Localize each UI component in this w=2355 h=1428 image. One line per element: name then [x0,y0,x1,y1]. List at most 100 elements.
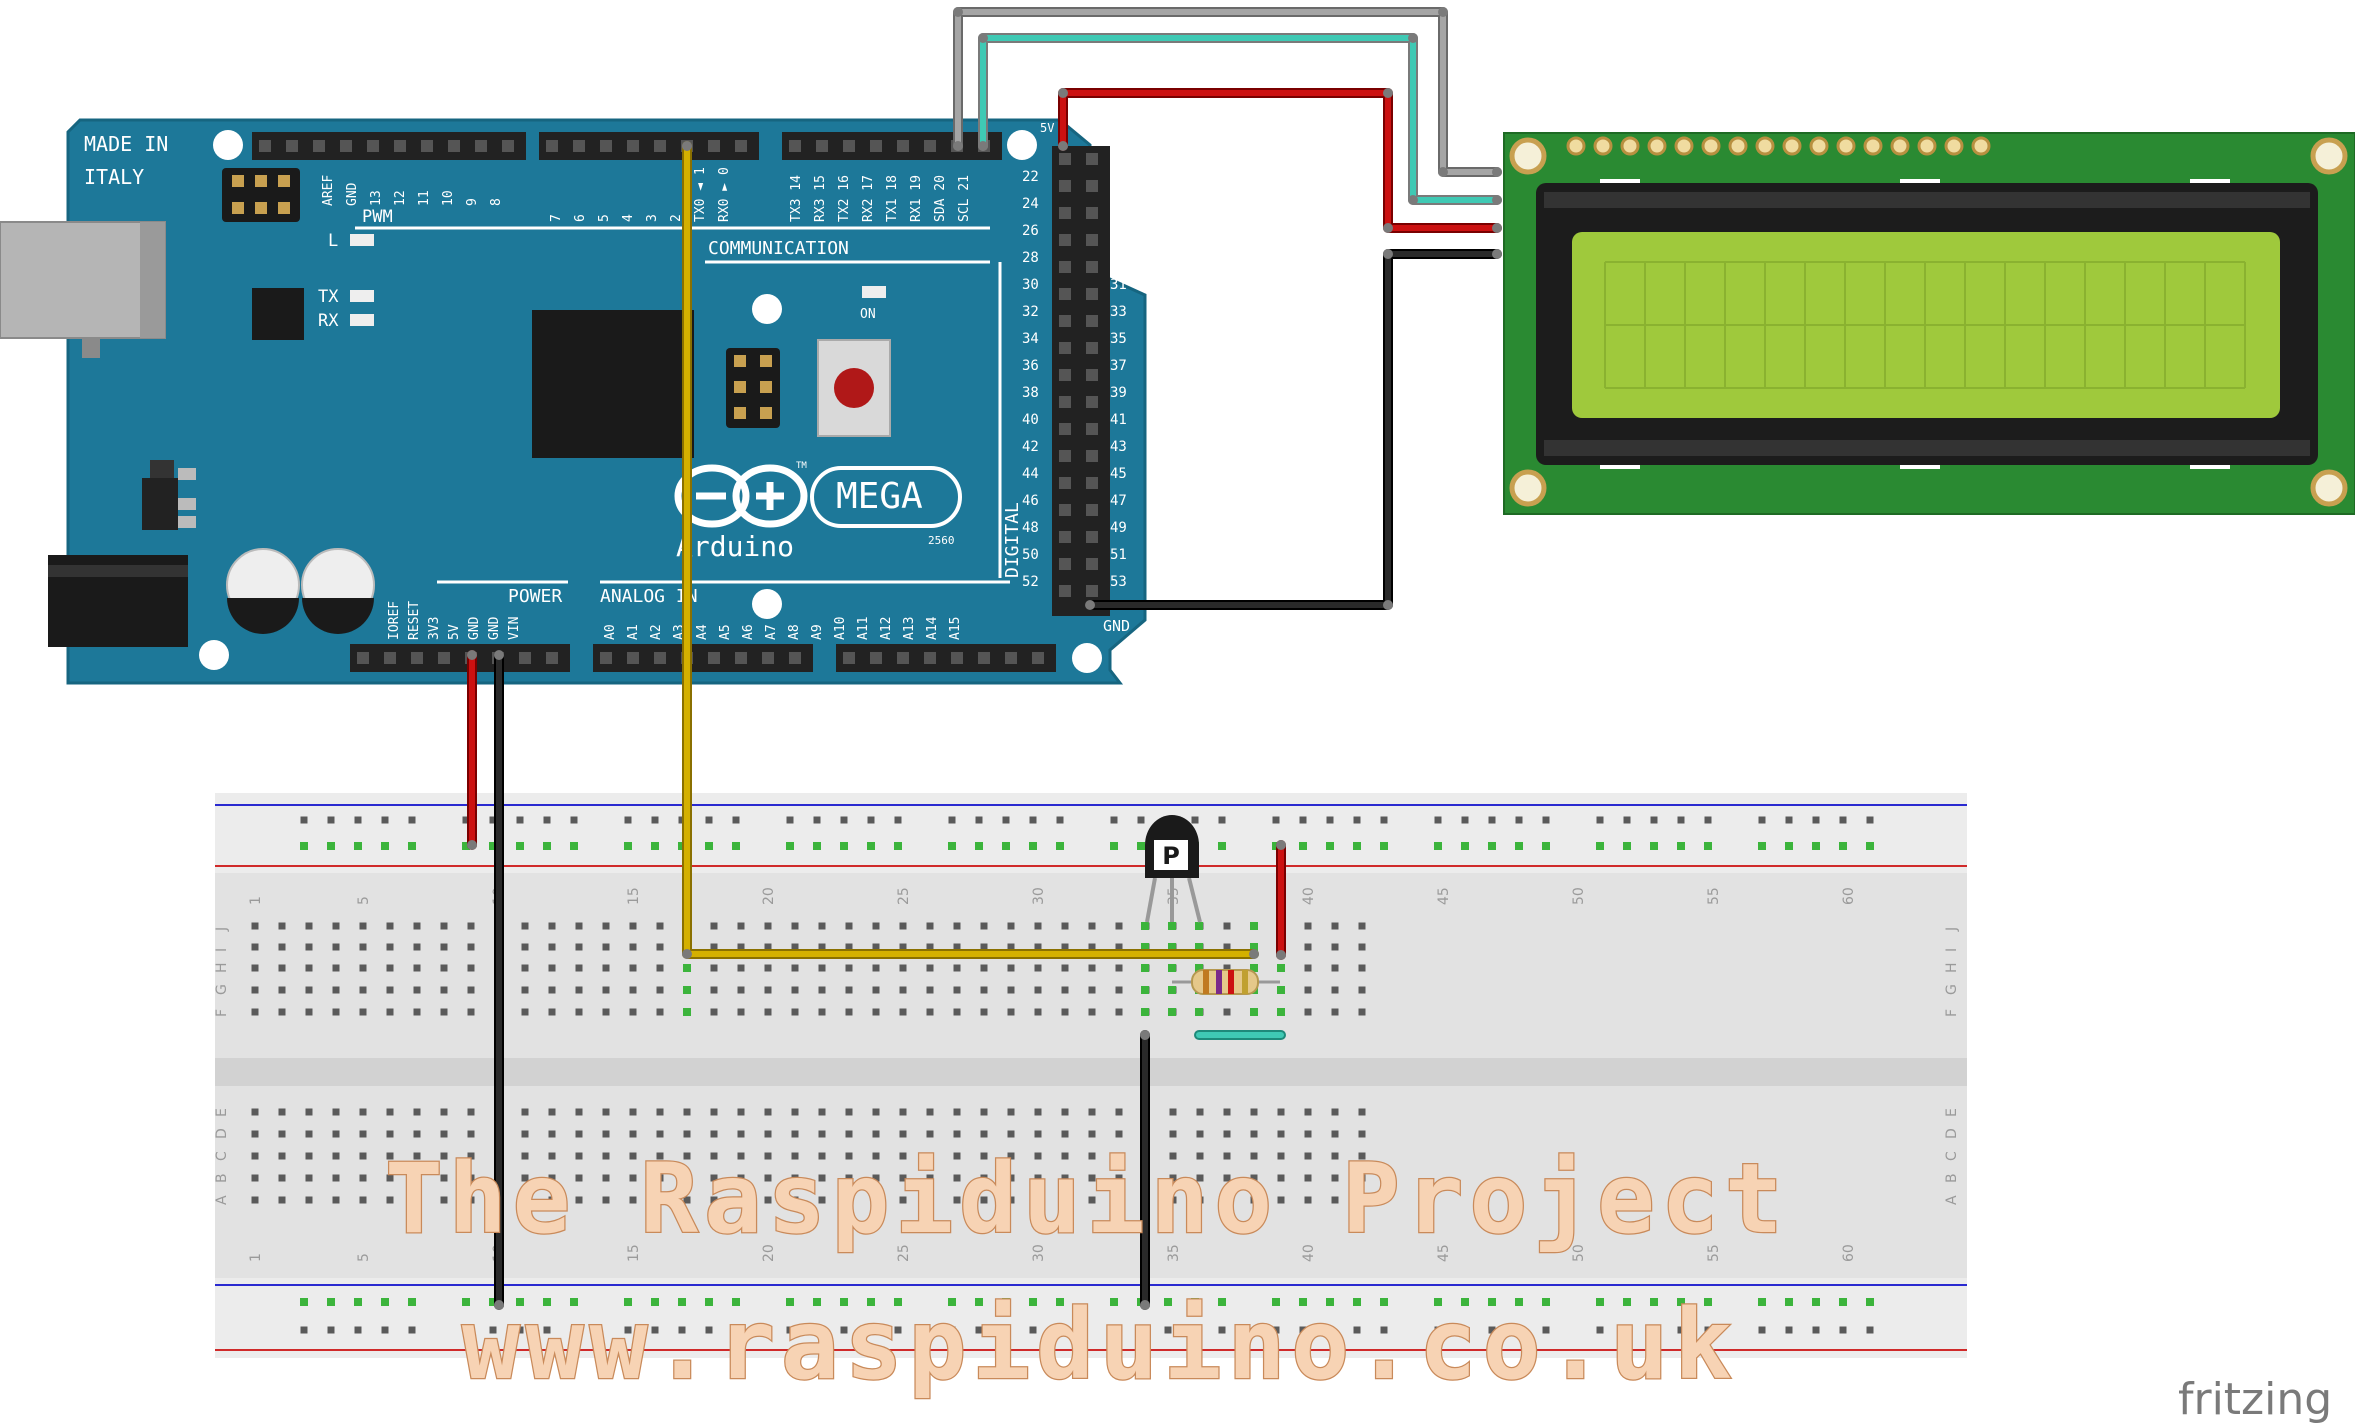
rail-hole [840,1326,848,1334]
breadboard-hole [278,1152,286,1160]
rail-hole [1623,1326,1631,1334]
breadboard-hole [1196,1108,1204,1116]
breadboard-hole [899,943,907,951]
rail-hole-connected [975,1298,983,1306]
breadboard-hole [1061,1008,1069,1016]
header-pin [708,140,720,152]
header-pin [843,140,855,152]
hole-connected [1277,1008,1285,1016]
breadboard-hole [818,1196,826,1204]
rail-hole-connected [570,1298,578,1306]
rail-hole [651,816,659,824]
breadboard-hole [440,964,448,972]
breadboard-hole [413,1196,421,1204]
mega-label: MEGA [836,476,923,517]
breadboard-hole [1061,1130,1069,1138]
resistor-band [1228,970,1234,994]
column-number: 15 [626,1244,642,1262]
rail-hole-connected [651,1298,659,1306]
wire-endpoint [1408,195,1418,205]
pin-label: 10 [441,190,456,206]
breadboard-hole [1331,922,1339,930]
breadboard-hole [278,1108,286,1116]
rail-hole-connected [1704,842,1712,850]
icsp-pin [232,202,244,214]
l-led [350,234,374,246]
rail-hole [1488,1326,1496,1334]
breadboard-hole [1358,964,1366,972]
rail-hole [1029,816,1037,824]
rail-hole-connected [1299,842,1307,850]
breadboard-hole [872,1008,880,1016]
rail-hole-connected [1164,1298,1172,1306]
pin-label: TX1 18 [885,175,900,222]
tx-led [350,290,374,302]
lcd-pin [1674,136,1694,156]
pin-headers [252,132,1110,672]
bezel-clip [2190,179,2230,183]
header-pin [546,140,558,152]
breadboard-hole [332,943,340,951]
rail-hole-connected [732,842,740,850]
watermark: The Raspiduino Project www.raspiduino.co… [384,1142,1784,1403]
wire-endpoint [1140,1300,1150,1310]
model-number: 2560 [928,534,955,547]
rail-hole-connected [489,842,497,850]
pin-label: RESET [407,601,422,640]
breadboard-hole [1223,1108,1231,1116]
mount-hole [752,589,782,619]
rx-led [350,314,374,326]
rail-hole-connected [1623,842,1631,850]
header-pin [1059,180,1071,192]
lcd-pin [1890,136,1910,156]
breadboard-hole [467,943,475,951]
rail-hole [624,1326,632,1334]
breadboard-hole [359,1130,367,1138]
breadboard-hole [386,943,394,951]
made-in-label-2: ITALY [84,165,144,189]
rail-hole-connected [1326,1298,1334,1306]
breadboard-hole [1331,964,1339,972]
hole-connected [683,1008,691,1016]
rail-hole-connected [1218,1298,1226,1306]
mount-hole [213,130,243,160]
breadboard-hole [548,1130,556,1138]
pin-label: A5 [718,624,733,640]
wire-endpoint [1492,167,1502,177]
header-pin [843,652,855,664]
breadboard-hole [602,1152,610,1160]
breadboard-hole [980,922,988,930]
rail-hole-connected [786,1298,794,1306]
rail-hole-connected [678,1298,686,1306]
rail-hole [570,816,578,824]
header-pin [1059,396,1071,408]
breadboard-hole [845,1174,853,1182]
rail-hole [516,816,524,824]
rail-hole [1839,1326,1847,1334]
breadboard-hole [737,1130,745,1138]
rail-hole [354,1326,362,1334]
breadboard-hole [737,943,745,951]
digital-pin-label: 40 [1022,412,1039,428]
breadboard-hole [278,1174,286,1182]
rail-hole [894,816,902,824]
digital-pin-label: 48 [1022,520,1039,536]
breadboard-hole [710,922,718,930]
lcd-pin-header [1566,136,1991,156]
breadboard-hole [656,1130,664,1138]
rail-hole-connected [894,842,902,850]
breadboard-hole [251,964,259,972]
row-letter: E [214,1108,230,1117]
rail-hole [705,1326,713,1334]
rail-hole [570,1326,578,1334]
transistor-leg [1187,877,1202,923]
rail-hole [1650,1326,1658,1334]
breadboard-hole [791,1196,799,1204]
rail-hole [1677,816,1685,824]
lcd-pin [1809,136,1829,156]
hole-connected [1141,1008,1149,1016]
rail-hole-connected [1002,1298,1010,1306]
wire-endpoint [1438,7,1448,17]
breadboard-hole [1088,1196,1096,1204]
header-pin [708,652,720,664]
